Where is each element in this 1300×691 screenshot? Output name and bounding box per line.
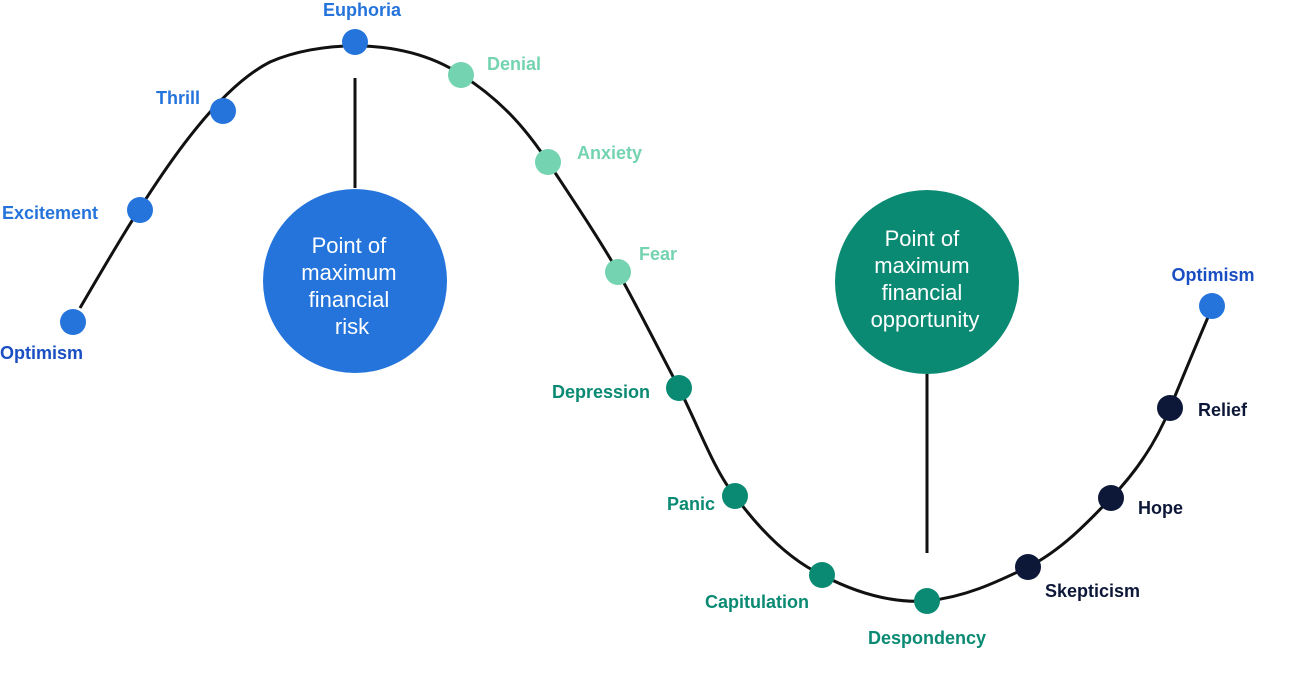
stage-dot-hope [1098,485,1124,511]
opportunity-callout-line-4: opportunity [871,307,980,332]
stage-label-skepticism: Skepticism [1045,581,1140,601]
stage-fear: Fear [605,244,677,285]
stage-anxiety: Anxiety [535,143,642,175]
stage-dot-fear [605,259,631,285]
stage-dot-depression [666,375,692,401]
opportunity-callout-line-3: financial [882,280,963,305]
stage-panic: Panic [667,483,748,514]
opportunity-callout-line-2: maximum [874,253,969,278]
svg-text:Point of maximum f: Point of maximum financial risk [301,233,402,339]
stage-optimism-end: Optimism [1171,265,1255,319]
risk-callout-line-4: risk [335,314,370,339]
stage-label-capitulation: Capitulation [705,592,809,612]
stage-thrill: Thrill [156,88,236,124]
stage-label-fear: Fear [639,244,677,264]
stage-dot-capitulation [809,562,835,588]
stage-optimism-start: Optimism [0,309,86,363]
stage-capitulation: Capitulation [705,562,835,612]
stage-dot-thrill [210,98,236,124]
stage-label-excitement: Excitement [2,203,98,223]
stage-dot-relief [1157,395,1183,421]
stage-denial: Denial [448,54,541,88]
stage-label-optimism-start: Optimism [0,343,83,363]
stage-hope: Hope [1098,485,1183,518]
stage-dot-excitement [127,197,153,223]
stage-label-panic: Panic [667,494,715,514]
svg-text:Point of maximum f: Point of maximum financial opportunity [871,226,980,332]
stage-dot-optimism-start [60,309,86,335]
opportunity-callout-circle [835,190,1019,374]
stage-euphoria: Euphoria [323,0,402,55]
risk-callout-line-1: Point of [312,233,387,258]
stage-label-hope: Hope [1138,498,1183,518]
stage-label-relief: Relief [1198,400,1248,420]
stage-label-thrill: Thrill [156,88,200,108]
opportunity-callout: Point of maximum financial opportunity [835,190,1019,374]
stage-dot-despondency [914,588,940,614]
stage-despondency: Despondency [868,588,986,648]
stage-label-depression: Depression [552,382,650,402]
stage-dot-skepticism [1015,554,1041,580]
stage-dot-anxiety [535,149,561,175]
stage-label-anxiety: Anxiety [577,143,642,163]
risk-callout: Point of maximum financial risk [263,189,447,373]
stage-dot-denial [448,62,474,88]
risk-callout-circle [263,189,447,373]
stage-relief: Relief [1157,395,1248,421]
stage-dot-panic [722,483,748,509]
stage-depression: Depression [552,375,692,402]
stage-dot-optimism-end [1199,293,1225,319]
emotion-cycle-curve [78,44,1214,603]
stage-excitement: Excitement [2,197,153,223]
stage-label-denial: Denial [487,54,541,74]
stage-skepticism: Skepticism [1015,554,1140,601]
risk-callout-line-2: maximum [301,260,396,285]
stage-dot-euphoria [342,29,368,55]
opportunity-callout-line-1: Point of [885,226,960,251]
stage-label-euphoria: Euphoria [323,0,402,20]
stage-label-optimism-end: Optimism [1171,265,1254,285]
stage-label-despondency: Despondency [868,628,986,648]
risk-callout-line-3: financial [309,287,390,312]
